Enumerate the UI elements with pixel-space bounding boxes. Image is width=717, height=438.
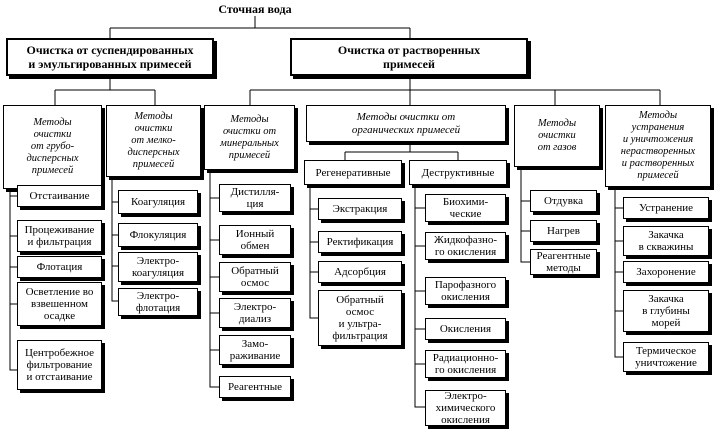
destructive-item: Жидкофазно- го окисления — [425, 232, 506, 260]
regenerative-item: Адсорбция — [318, 261, 402, 283]
destructive-item: Радиационно- го окисления — [425, 350, 506, 378]
category-nondissolved: Методы устранения и уничтожения нераство… — [605, 105, 711, 187]
regenerative-header: Регенеративные — [304, 160, 402, 185]
fine-item: Флокуляция — [118, 223, 198, 247]
category-organic: Методы очистки от органических примесей — [306, 105, 506, 142]
mineral-item: Обратный осмос — [219, 262, 291, 292]
nondissolved-item: Закачка в скважины — [623, 226, 709, 256]
fine-item: Электро- флотация — [118, 288, 198, 316]
mineral-item: Реагентные — [219, 376, 291, 398]
destructive-item: Окисления — [425, 318, 506, 340]
category-mineral: Методы очистки от минеральных примесей — [204, 105, 295, 170]
gas-item: Реагентные методы — [530, 249, 597, 275]
category-gas: Методы очистки от газов — [514, 105, 600, 167]
category-fine: Методы очистки от мелко- дисперсных прим… — [106, 105, 201, 177]
node-dissolved: Очистка от растворенных примесей — [290, 38, 528, 76]
node-suspended: Очистка от суспендированных и эмульгиров… — [6, 38, 214, 76]
mineral-item: Замо- раживание — [219, 335, 291, 365]
gas-item: Нагрев — [530, 220, 597, 242]
mineral-item: Электро- диализ — [219, 298, 291, 328]
fine-item: Электро- коагуляция — [118, 252, 198, 282]
category-coarse: Методы очистки от грубо- дисперсных прим… — [3, 105, 102, 189]
coarse-item: Осветление во взвешенном осадке — [17, 282, 102, 326]
fine-item: Коагуляция — [118, 190, 198, 214]
nondissolved-item: Закачка в глубины морей — [623, 290, 709, 332]
nondissolved-item: Захоронение — [623, 261, 709, 283]
regenerative-item: Экстракция — [318, 198, 402, 220]
root-title: Сточная вода — [205, 2, 305, 16]
destructive-item: Электро- химического окисления — [425, 390, 506, 426]
coarse-item: Центробежное фильтрование и отстаивание — [17, 340, 102, 390]
mineral-item: Ионный обмен — [219, 225, 291, 255]
nondissolved-item: Устранение — [623, 197, 709, 219]
coarse-item: Флотация — [17, 256, 102, 278]
destructive-item: Биохими- ческие — [425, 194, 506, 222]
regenerative-item: Обратный осмос и ультра- фильтрация — [318, 290, 402, 346]
destructive-header: Деструктивные — [409, 160, 507, 185]
regenerative-item: Ректификация — [318, 231, 402, 253]
gas-item: Отдувка — [530, 190, 597, 212]
mineral-item: Дистилля- ция — [219, 184, 291, 212]
coarse-item: Процеживание и фильтрация — [17, 220, 102, 252]
coarse-item: Отстаивание — [17, 185, 102, 207]
nondissolved-item: Термическое уничтожение — [623, 342, 709, 372]
destructive-item: Парофазного окисления — [425, 277, 506, 305]
